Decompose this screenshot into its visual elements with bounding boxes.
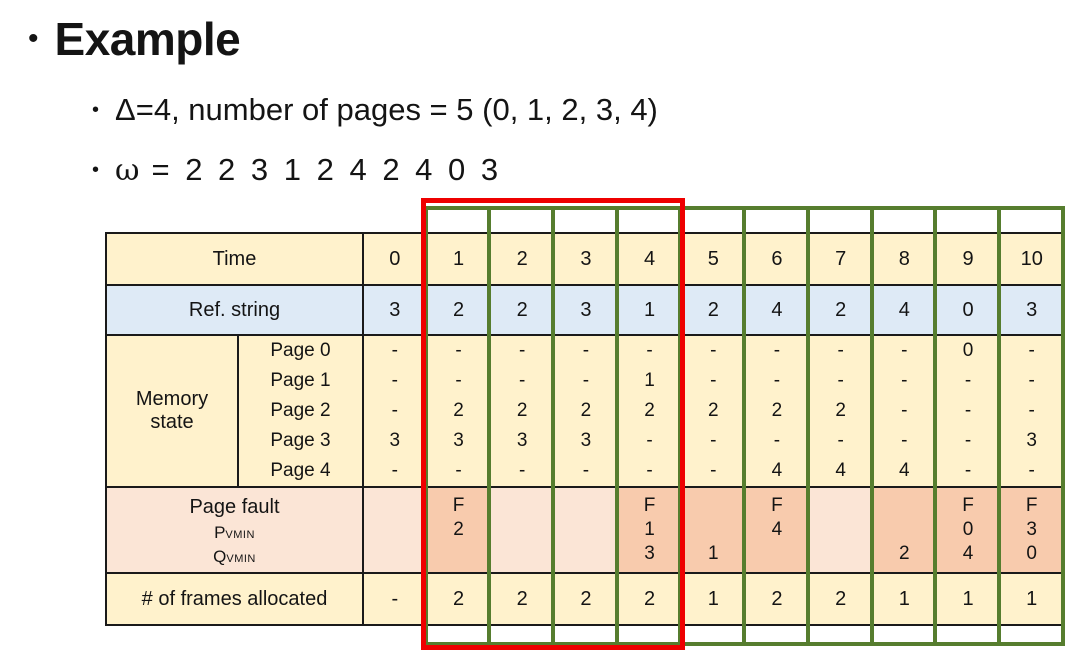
page-label: Page 3 xyxy=(270,430,331,451)
memory-cell: --2-- xyxy=(682,336,747,488)
frames-cell: - xyxy=(364,574,428,626)
frames-cell: 1 xyxy=(937,574,1001,626)
frames-cell: 1 xyxy=(682,574,747,626)
frames-cell: 2 xyxy=(746,574,810,626)
ref-cell: 3 xyxy=(364,286,428,336)
ref-cell: 2 xyxy=(809,286,874,336)
page-label: Page 2 xyxy=(270,400,331,421)
time-row-label: Time xyxy=(107,234,364,286)
fault-cell xyxy=(809,488,874,574)
page-labels-cell: Page 0 Page 1 Page 2 Page 3 Page 4 xyxy=(239,336,364,488)
memory-cell: ---3- xyxy=(364,336,428,488)
frames-cell: 1 xyxy=(1000,574,1065,626)
ref-cell: 0 xyxy=(937,286,1001,336)
memory-cell: ----4 xyxy=(873,336,938,488)
time-cell: 1 xyxy=(427,234,492,286)
page-label: Page 1 xyxy=(270,370,331,391)
frames-cell: 2 xyxy=(491,574,556,626)
memory-cell: 0---- xyxy=(937,336,1001,488)
ref-cell: 3 xyxy=(1000,286,1065,336)
time-cell: 10 xyxy=(1000,234,1065,286)
frames-cell: 2 xyxy=(618,574,683,626)
ref-cell: 2 xyxy=(682,286,747,336)
frames-cell: 2 xyxy=(427,574,492,626)
fault-cell: 1 xyxy=(682,488,747,574)
time-cell: 5 xyxy=(682,234,747,286)
bullet-icon: • xyxy=(92,98,100,121)
bullet-delta-text: Δ=4, number of pages = 5 (0, 1, 2, 3, 4) xyxy=(115,92,658,127)
fault-cell xyxy=(491,488,556,574)
memory-cell: --2-4 xyxy=(746,336,810,488)
time-cell: 7 xyxy=(809,234,874,286)
ref-cell: 1 xyxy=(618,286,683,336)
fault-cell xyxy=(555,488,619,574)
title-bullet-icon: • xyxy=(28,22,39,55)
page-label: Page 4 xyxy=(270,460,331,481)
ref-cell: 3 xyxy=(555,286,619,336)
memory-cell: --2-4 xyxy=(809,336,874,488)
omega-symbol: ω xyxy=(115,152,140,188)
title-block: • Example xyxy=(28,12,241,66)
bullet-icon: • xyxy=(92,158,100,181)
ref-string-label: Ref. string xyxy=(107,286,364,336)
memory-cell: ---3- xyxy=(1000,336,1065,488)
bullet-omega: • ω = 2 2 3 1 2 4 2 4 0 3 xyxy=(92,152,499,188)
pvmin-label: PVMIN xyxy=(214,523,255,542)
time-cell: 9 xyxy=(937,234,1001,286)
time-cell: 6 xyxy=(746,234,810,286)
frames-allocated-label: # of frames allocated xyxy=(107,574,364,626)
time-cell: 0 xyxy=(364,234,428,286)
page-label: Page 0 xyxy=(270,340,331,361)
qvmin-label: QVMIN xyxy=(213,547,256,566)
reference-string-text: = 2 2 3 1 2 4 2 4 0 3 xyxy=(151,152,500,187)
page-title: Example xyxy=(54,13,241,65)
frames-cell: 1 xyxy=(873,574,938,626)
time-cell: 4 xyxy=(618,234,683,286)
fault-cell xyxy=(364,488,428,574)
ref-cell: 2 xyxy=(491,286,556,336)
ref-cell: 4 xyxy=(873,286,938,336)
ref-cell: 4 xyxy=(746,286,810,336)
time-cell: 8 xyxy=(873,234,938,286)
time-cell: 3 xyxy=(555,234,619,286)
frames-cell: 2 xyxy=(809,574,874,626)
frames-cell: 2 xyxy=(555,574,619,626)
time-cell: 2 xyxy=(491,234,556,286)
fault-cell: 2 xyxy=(873,488,938,574)
bullet-delta: • Δ=4, number of pages = 5 (0, 1, 2, 3, … xyxy=(92,92,658,128)
ref-cell: 2 xyxy=(427,286,492,336)
